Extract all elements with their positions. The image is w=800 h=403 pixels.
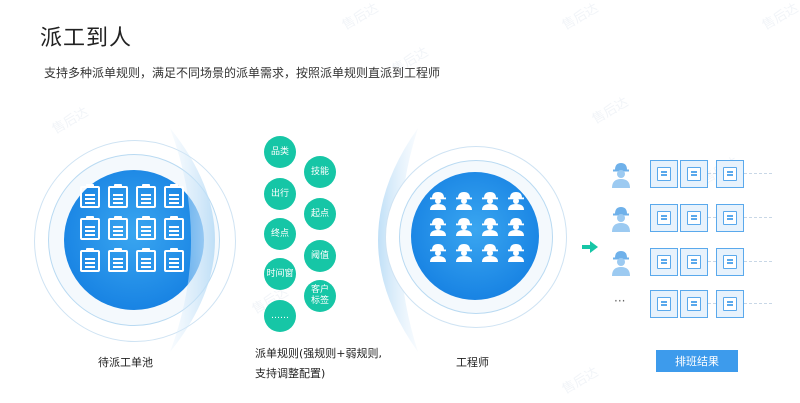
- schedule-dotted-line: [708, 173, 716, 176]
- dispatch-rules-cluster: 品类 技能 出行 起点 终点 阈值 时间窗 客户标签 ……: [264, 134, 374, 334]
- engineer-icon: [612, 163, 630, 188]
- rule-pill-customer-tag: 客户标签: [304, 280, 336, 312]
- worker-icon: [456, 244, 472, 262]
- clipboard-icon: [164, 184, 184, 208]
- engineer-icon-grid: [427, 190, 527, 262]
- clipboard-icon: [108, 216, 128, 240]
- rule-pill-end: 终点: [264, 218, 296, 250]
- worker-icon: [482, 244, 498, 262]
- watermark: 售后达: [49, 104, 92, 138]
- rule-pill-time-window: 时间窗: [264, 258, 296, 290]
- schedule-cell: [716, 204, 744, 232]
- order-pool-label: 待派工单池: [98, 356, 153, 369]
- clipboard-icon: [136, 184, 156, 208]
- pool-lens-shape: [170, 128, 215, 352]
- arrow-right-icon: [582, 241, 598, 253]
- clipboard-icon: [80, 184, 100, 208]
- schedule-dotted-line: [744, 303, 772, 306]
- page-subtitle: 支持多种派单规则，满足不同场景的派单需求，按照派单规则直派到工程师: [44, 66, 441, 80]
- schedule-row: ···: [610, 290, 780, 320]
- worker-icon: [430, 192, 446, 210]
- schedule-row: [610, 204, 780, 234]
- schedule-cell: [650, 290, 678, 318]
- rule-pill-more: ……: [264, 300, 296, 332]
- schedule-dotted-line: [708, 217, 716, 220]
- dispatch-rules-label-1: 派单规则(强规则+弱规则,: [255, 347, 383, 360]
- watermark: 售后达: [559, 364, 602, 398]
- schedule-dotted-line: [744, 173, 772, 176]
- clipboard-icon: [164, 216, 184, 240]
- schedule-row: [610, 248, 780, 278]
- schedule-row: [610, 160, 780, 190]
- watermark: 售后达: [339, 0, 382, 34]
- schedule-result-badge: 排班结果: [656, 350, 738, 372]
- clipboard-icon: [136, 216, 156, 240]
- schedule-dotted-line: [708, 303, 716, 306]
- engineer-icon: [612, 207, 630, 232]
- schedule-cell: [680, 248, 708, 276]
- schedule-cell: [650, 160, 678, 188]
- worker-icon: [430, 218, 446, 236]
- clipboard-icon: [80, 216, 100, 240]
- schedule-cell: [650, 248, 678, 276]
- schedule-cell: [680, 290, 708, 318]
- pool-core: [64, 170, 204, 310]
- schedule-cell: [716, 160, 744, 188]
- engineer-label: 工程师: [456, 356, 489, 369]
- schedule-dotted-line: [744, 217, 772, 220]
- engineer-icon: [612, 251, 630, 276]
- worker-icon: [456, 192, 472, 210]
- order-pool-circle: [34, 140, 236, 342]
- schedule-cell: [716, 248, 744, 276]
- clipboard-icon: [108, 248, 128, 272]
- dispatch-rules-label-2: 支持调整配置): [255, 367, 326, 380]
- rule-pill-threshold: 阈值: [304, 240, 336, 272]
- worker-icon: [430, 244, 446, 262]
- rule-pill-skill: 技能: [304, 156, 336, 188]
- schedule-cell: [680, 160, 708, 188]
- page-title: 派工到人: [40, 26, 133, 51]
- clipboard-icon: [80, 248, 100, 272]
- watermark: 售后达: [589, 94, 632, 128]
- worker-icon: [508, 218, 524, 236]
- schedule-cell: [716, 290, 744, 318]
- schedule-dotted-line: [744, 261, 772, 264]
- worker-icon: [508, 244, 524, 262]
- engineer-circle: [385, 146, 567, 328]
- worker-icon: [482, 218, 498, 236]
- worker-icon: [508, 192, 524, 210]
- worker-icon: [456, 218, 472, 236]
- clipboard-icon: [108, 184, 128, 208]
- engineer-ellipsis: ···: [614, 294, 626, 308]
- rule-pill-start: 起点: [304, 198, 336, 230]
- clipboard-icon: [164, 248, 184, 272]
- schedule-cell: [680, 204, 708, 232]
- schedule-cell: [650, 204, 678, 232]
- watermark: 售后达: [559, 0, 602, 34]
- rule-pill-travel: 出行: [264, 178, 296, 210]
- clipboard-icon: [136, 248, 156, 272]
- worker-icon: [482, 192, 498, 210]
- schedule-dotted-line: [708, 261, 716, 264]
- watermark: 售后达: [759, 0, 800, 34]
- order-doc-grid: [80, 184, 188, 272]
- rule-pill-category: 品类: [264, 136, 296, 168]
